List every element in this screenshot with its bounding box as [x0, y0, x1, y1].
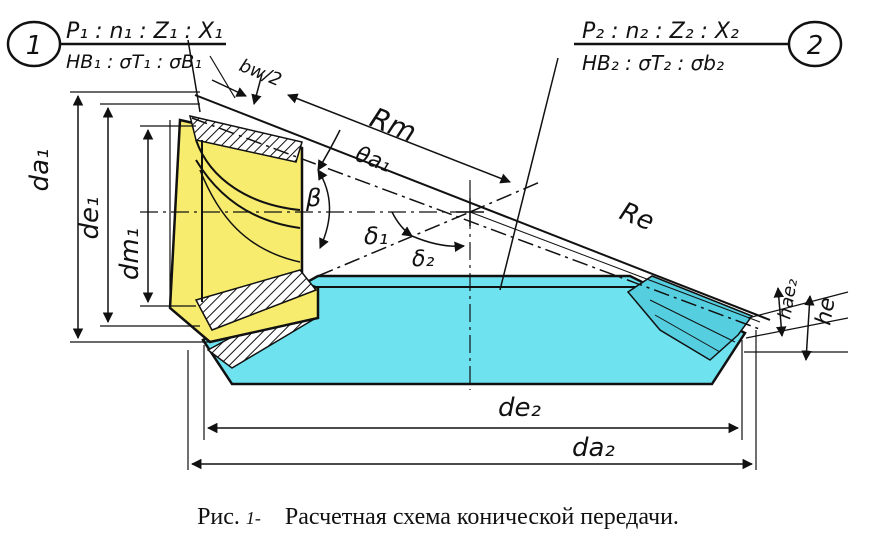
label-dm1: dm₁: [115, 228, 145, 280]
gear1-number: 1: [26, 31, 43, 61]
label-bw: bw/2: [236, 55, 284, 91]
label-Re: Re: [615, 197, 658, 238]
gear1-params-top: P₁ : n₁ : Z₁ : X₁: [66, 19, 223, 44]
theta-a1-arc: [317, 129, 341, 171]
label-da2: da₂: [572, 433, 615, 463]
gear2-params-bottom: HB₂ : σT₂ : σb₂: [582, 51, 724, 75]
label-he: he: [811, 296, 840, 327]
gear1-params-bottom: HB₁ : σT₁ : σB₁: [66, 51, 202, 73]
caption-number: 1-: [245, 508, 261, 528]
he-dimension: [801, 294, 815, 362]
caption-prefix: Рис.: [197, 504, 240, 530]
label-beta: β: [305, 184, 321, 212]
figure-caption: Рис. 1- Расчетная схема конической перед…: [0, 504, 876, 531]
beta-arc: [317, 169, 331, 249]
gear2-params-top: P₂ : n₂ : Z₂ : X₂: [582, 19, 739, 44]
caption-text: Расчетная схема конической передачи.: [284, 504, 679, 530]
cone-pitch-line: [191, 117, 763, 331]
label-Rm: Rm: [365, 101, 421, 149]
label-theta-a1: θa₁: [352, 142, 394, 178]
label-da1: da₁: [25, 149, 55, 192]
delta2-arc: [411, 235, 466, 253]
label-de2: de₂: [498, 393, 541, 423]
gear1-hatch-bottom: [194, 269, 318, 331]
hae2-dimension: [773, 286, 787, 338]
cone-root-line: [317, 211, 471, 277]
gear2-number: 2: [807, 31, 824, 61]
label-delta2: δ₂: [412, 247, 434, 272]
label-hae2: hae₂: [774, 277, 802, 321]
label-delta1: δ₁: [364, 222, 388, 250]
gear2-tooth-right: [626, 275, 754, 361]
label-de1: de₁: [75, 197, 105, 240]
delta1-arc: [391, 211, 413, 237]
